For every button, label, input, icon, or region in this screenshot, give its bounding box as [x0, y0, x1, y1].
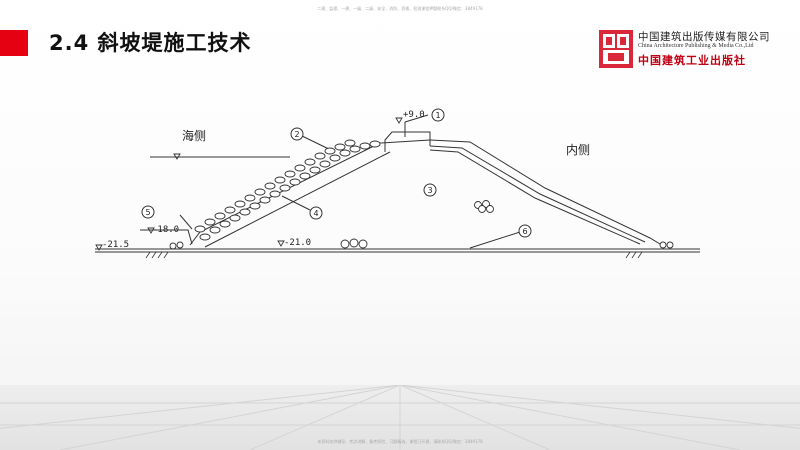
publisher-name-cn: 中国建筑出版传媒有限公司 — [638, 31, 770, 43]
inner-slope-base — [429, 149, 641, 245]
callout-2: 2 — [294, 130, 299, 139]
crest-wall — [384, 131, 431, 152]
seabed-level-marker-left — [95, 244, 103, 251]
callout-4: 4 — [313, 209, 318, 218]
seabed-level-marker-mid — [277, 240, 285, 247]
watermark-top: 二建、监理、一建、一级、二级、安全、消防、资格、检测课程押题联系QQ/微信：38… — [317, 6, 483, 11]
armour-blocks — [194, 139, 381, 241]
sea-slope-core — [189, 139, 431, 246]
crest-level-marker — [395, 117, 403, 124]
publisher-logo: 中国建筑出版传媒有限公司 China Architecture Publishi… — [598, 27, 794, 73]
level-markers — [95, 117, 403, 251]
toe-berm-leader — [140, 229, 193, 245]
callout-3: 3 — [427, 186, 432, 195]
inner-slope-outer — [429, 139, 666, 248]
elevation-seabed-left: -21.5 — [102, 240, 129, 250]
publisher-name-calligraphy: 中国建筑工业出版社 — [638, 54, 746, 67]
label-inner-side: 内侧 — [566, 143, 590, 157]
watermark-bottom: 本资料仅供辅导、考点讲解、备考经验、习题精选，课程已开通，请联系QQ/微信：38… — [317, 439, 483, 444]
callout-5: 5 — [145, 208, 150, 217]
page-title: 2.4 斜坡堤施工技术 — [49, 31, 252, 55]
publisher-name-en: China Architecture Publishing & Media Co… — [638, 43, 754, 49]
rubble-stones — [169, 200, 674, 250]
sea-slope-base — [204, 151, 391, 248]
callout-6: 6 — [522, 227, 527, 236]
elevation-top: +9.0 — [403, 110, 425, 120]
seabed-hatching — [145, 251, 643, 259]
water-level-marker — [173, 153, 181, 160]
elevation-toe-sea: -18.0 — [152, 225, 179, 235]
floor-grid-lines — [0, 385, 800, 450]
publisher-emblem-icon — [599, 30, 633, 68]
callout-1: 1 — [435, 111, 440, 120]
title-accent-bar — [0, 30, 28, 56]
toe-level-marker — [147, 227, 155, 234]
elevation-seabed-mid: -21.0 — [284, 238, 311, 248]
inner-slope-inner — [429, 145, 646, 243]
label-sea-side: 海侧 — [182, 128, 206, 143]
callout-circles — [141, 108, 532, 238]
